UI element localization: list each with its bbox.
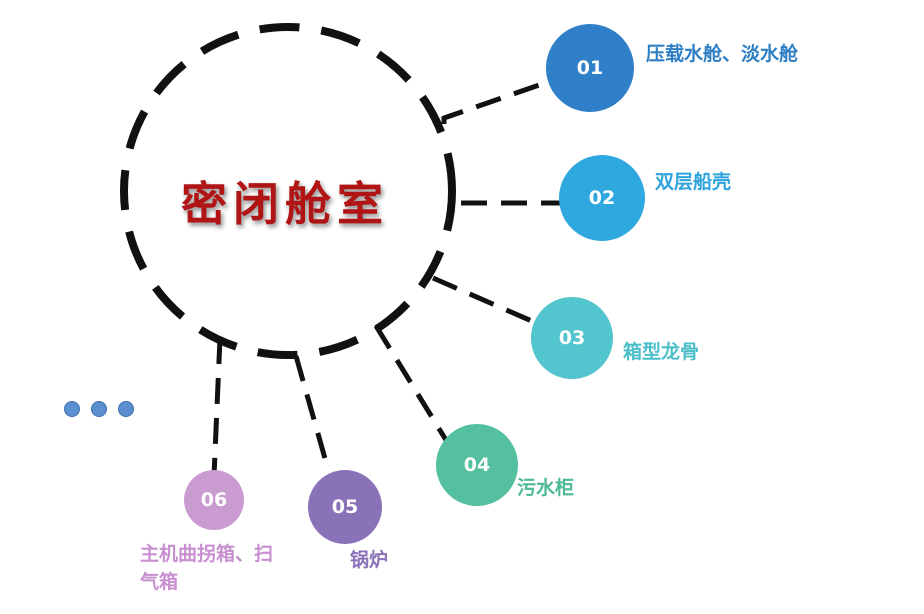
node-03-number: 03 bbox=[558, 327, 586, 349]
node-06-label-line-1: 主机曲拐箱、扫 bbox=[140, 543, 274, 565]
more-dot-3 bbox=[118, 401, 134, 417]
node-04-label: 污水柜 bbox=[517, 477, 575, 499]
node-05: 05 bbox=[308, 470, 382, 544]
more-dot-2 bbox=[91, 401, 107, 417]
connector-06 bbox=[211, 337, 223, 477]
node-01-number: 01 bbox=[576, 57, 604, 79]
node-05-number: 05 bbox=[331, 496, 359, 518]
node-06: 06 bbox=[184, 470, 244, 530]
connector-04 bbox=[373, 324, 449, 442]
node-02-number: 02 bbox=[588, 187, 616, 209]
connector-02 bbox=[449, 172, 562, 206]
node-02: 02 bbox=[559, 155, 645, 241]
connector-05 bbox=[293, 355, 329, 463]
center-title: 密闭舱室 bbox=[181, 177, 389, 231]
node-01: 01 bbox=[546, 24, 634, 112]
node-03: 03 bbox=[531, 297, 613, 379]
node-06-label: 主机曲拐箱、扫 气箱 bbox=[140, 540, 273, 596]
node-06-label-line-2: 气箱 bbox=[140, 571, 179, 593]
node-04-number: 04 bbox=[463, 454, 491, 476]
node-04: 04 bbox=[436, 424, 518, 506]
connector-01 bbox=[441, 79, 549, 124]
node-02-label: 双层船壳 bbox=[655, 171, 732, 193]
more-dot-1 bbox=[64, 401, 80, 417]
node-03-label: 箱型龙骨 bbox=[623, 341, 700, 363]
connector-03 bbox=[432, 275, 535, 325]
node-01-label: 压载水舱、淡水舱 bbox=[646, 43, 799, 65]
node-06-number: 06 bbox=[200, 489, 228, 511]
node-05-label: 锅炉 bbox=[350, 549, 389, 571]
